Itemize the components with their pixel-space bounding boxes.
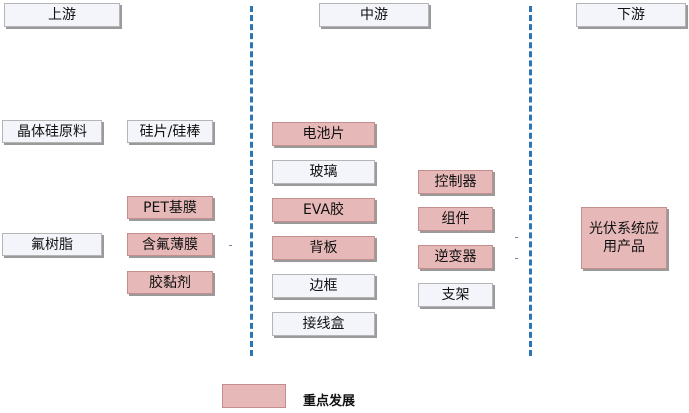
node-eva: EVA胶 — [272, 198, 375, 222]
stage-midstream-label: 中游 — [360, 7, 388, 23]
stage-downstream: 下游 — [576, 3, 686, 27]
node-controller: 控制器 — [418, 170, 493, 194]
node-mount: 支架 — [418, 283, 493, 307]
node-label: 背板 — [309, 240, 338, 256]
connector-mark — [515, 237, 518, 238]
node-silicon-wafer: 硅片/硅棒 — [127, 120, 213, 143]
node-label: 组件 — [441, 211, 470, 227]
legend-swatch — [222, 384, 286, 408]
node-label: PET基膜 — [143, 199, 197, 216]
node-label: EVA胶 — [302, 202, 345, 218]
node-label: 边框 — [309, 278, 338, 294]
node-label: 控制器 — [434, 174, 477, 190]
connector-mark — [515, 258, 518, 259]
node-label: 玻璃 — [309, 164, 338, 180]
node-inverter: 逆变器 — [418, 245, 493, 269]
node-pv-system-products: 光伏系统应用产品 — [581, 207, 667, 269]
stage-downstream-label: 下游 — [617, 7, 645, 23]
node-pet-film: PET基膜 — [127, 196, 213, 219]
node-label: 硅片/硅棒 — [139, 123, 201, 140]
node-label: 支架 — [441, 287, 470, 303]
node-label: 接线盒 — [302, 316, 345, 332]
node-label: 逆变器 — [434, 249, 477, 265]
node-fluoro-film: 含氟薄膜 — [127, 233, 213, 256]
node-glass: 玻璃 — [272, 160, 375, 184]
stage-upstream: 上游 — [4, 3, 120, 27]
legend-label: 重点发展 — [303, 394, 356, 409]
node-crystalline-silicon: 晶体硅原料 — [2, 120, 102, 143]
node-label: 光伏系统应用产品 — [589, 221, 659, 255]
node-junction-box: 接线盒 — [272, 312, 375, 336]
node-adhesive: 胶黏剂 — [127, 271, 213, 294]
node-frame: 边框 — [272, 274, 375, 298]
node-module: 组件 — [418, 207, 493, 231]
stage-upstream-label: 上游 — [48, 7, 76, 23]
node-label: 氟树脂 — [31, 236, 73, 253]
node-backsheet: 背板 — [272, 236, 375, 260]
node-fluororesin: 氟树脂 — [2, 233, 102, 256]
node-label: 电池片 — [302, 126, 345, 142]
connector-mark — [229, 245, 232, 246]
node-label: 胶黏剂 — [149, 274, 191, 291]
node-solar-cell: 电池片 — [272, 122, 375, 146]
divider-upstream-midstream — [250, 6, 253, 356]
divider-midstream-downstream — [529, 6, 532, 356]
node-label: 含氟薄膜 — [142, 236, 198, 253]
stage-midstream: 中游 — [319, 3, 429, 27]
node-label: 晶体硅原料 — [17, 123, 87, 140]
